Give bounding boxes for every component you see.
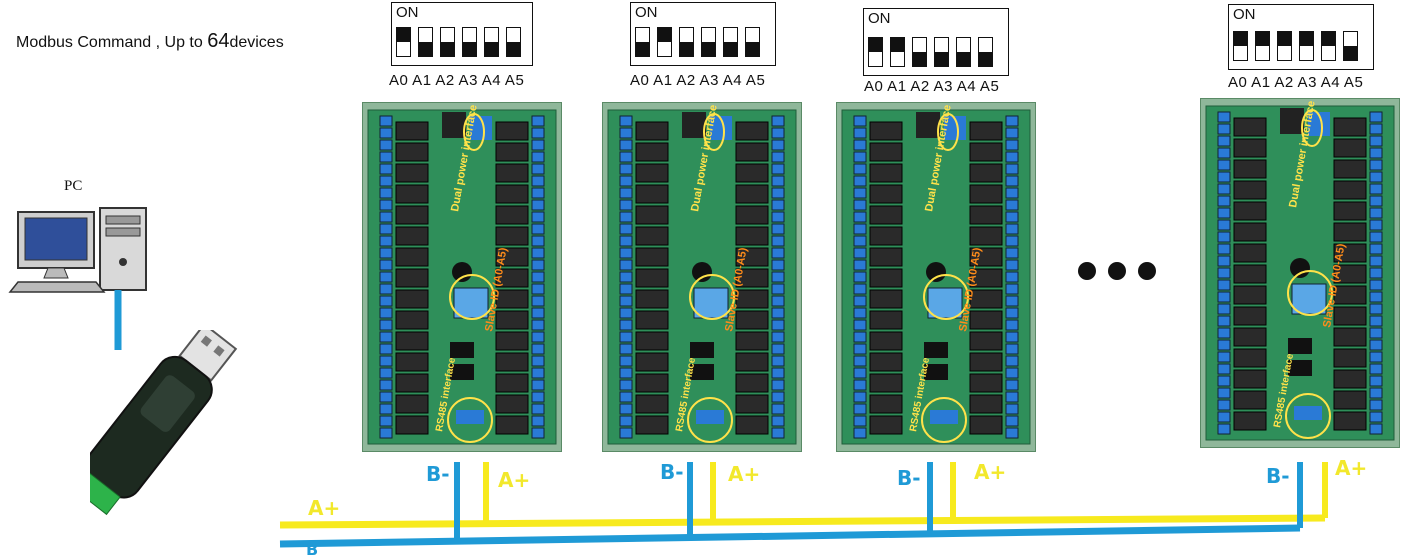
dip-toggle-knob xyxy=(463,42,476,56)
dip-toggle-a5 xyxy=(745,27,760,57)
dip-switch-1: ON xyxy=(391,2,533,66)
dip-toggle-knob xyxy=(891,38,904,52)
dip-toggle-a0 xyxy=(396,27,411,57)
dip-toggle-knob xyxy=(702,42,715,56)
dip-toggle-knob xyxy=(680,42,693,56)
a-plus-label-1: A+ xyxy=(498,468,531,492)
a-plus-label-2: A+ xyxy=(728,462,761,486)
dip-toggle-a5 xyxy=(978,37,993,67)
dip-toggle-knob xyxy=(636,42,649,56)
dip-on-label: ON xyxy=(1233,6,1256,23)
dip-toggle-a4 xyxy=(1321,31,1336,61)
dip-on-label: ON xyxy=(868,10,891,27)
dip-switch-4: ON xyxy=(1228,4,1374,70)
dip-toggle-knob xyxy=(746,42,759,56)
dip-toggle-knob xyxy=(1256,32,1269,46)
b-minus-label-1: B- xyxy=(426,462,450,486)
dip-toggle-a4 xyxy=(484,27,499,57)
dip-toggle-a3 xyxy=(462,27,477,57)
dip-address-labels-2: A0 A1 A2 A3 A4 A5 xyxy=(630,72,766,89)
dip-toggle-knob xyxy=(658,28,671,42)
dip-toggle-a5 xyxy=(506,27,521,57)
dip-on-label: ON xyxy=(635,4,658,21)
b-minus-label-3: B- xyxy=(897,466,921,490)
a-plus-label-adapter: A+ xyxy=(308,496,341,520)
a-plus-bus xyxy=(279,514,1326,529)
caption-count: 64 xyxy=(207,30,230,52)
dip-on-label: ON xyxy=(396,4,419,21)
dip-toggle-knob xyxy=(724,42,737,56)
dip-toggle-knob xyxy=(957,52,970,66)
caption: Modbus Command , Up to 64devices xyxy=(16,30,284,53)
a-plus-label-3: A+ xyxy=(974,460,1007,484)
caption-prefix: Modbus Command , Up to xyxy=(16,34,208,51)
caption-suffix: devices xyxy=(229,34,284,51)
b-minus-bus xyxy=(279,524,1301,548)
dip-toggle-a0 xyxy=(1233,31,1248,61)
dip-toggle-a2 xyxy=(912,37,927,67)
dip-toggle-a2 xyxy=(679,27,694,57)
dip-toggle-knob xyxy=(979,52,992,66)
dip-toggle-knob xyxy=(507,42,520,56)
dip-toggle-knob xyxy=(1278,32,1291,46)
pc-label: PC xyxy=(64,178,83,194)
dip-toggle-a0 xyxy=(868,37,883,67)
dip-toggle-knob xyxy=(913,52,926,66)
a-plus-label-4: A+ xyxy=(1335,456,1368,480)
dip-toggle-knob xyxy=(935,52,948,66)
dip-address-labels-4: A0 A1 A2 A3 A4 A5 xyxy=(1228,74,1364,91)
dip-address-labels-1: A0 A1 A2 A3 A4 A5 xyxy=(389,72,525,89)
pc-icon xyxy=(8,207,147,293)
dip-toggle-knob xyxy=(1322,32,1335,46)
b-minus-label-2: B- xyxy=(660,460,684,484)
b-minus-label-4: B- xyxy=(1266,464,1290,488)
dip-toggle-a3 xyxy=(934,37,949,67)
dip-toggle-knob xyxy=(1344,46,1357,60)
dip-toggle-a2 xyxy=(440,27,455,57)
dip-toggle-knob xyxy=(485,42,498,56)
dip-toggle-knob xyxy=(397,28,410,42)
more-devices-ellipsis xyxy=(1078,262,1168,285)
dip-toggle-a1 xyxy=(890,37,905,67)
dip-toggle-a4 xyxy=(723,27,738,57)
dip-toggle-a2 xyxy=(1277,31,1292,61)
dip-toggle-knob xyxy=(1234,32,1247,46)
dip-toggle-a0 xyxy=(635,27,650,57)
dip-toggle-a1 xyxy=(657,27,672,57)
dip-switch-3: ON xyxy=(863,8,1009,76)
dip-toggle-a1 xyxy=(418,27,433,57)
dip-toggle-knob xyxy=(869,38,882,52)
b-label-adapter: B xyxy=(306,540,319,559)
dip-toggle-a5 xyxy=(1343,31,1358,61)
dip-toggle-a1 xyxy=(1255,31,1270,61)
dip-toggle-knob xyxy=(419,42,432,56)
dip-address-labels-3: A0 A1 A2 A3 A4 A5 xyxy=(864,78,1000,95)
dip-toggle-a3 xyxy=(701,27,716,57)
dip-toggle-knob xyxy=(441,42,454,56)
dip-toggle-a3 xyxy=(1299,31,1314,61)
dip-toggle-knob xyxy=(1300,32,1313,46)
usb-rs485-adapter xyxy=(90,330,238,516)
dip-toggle-a4 xyxy=(956,37,971,67)
dip-switch-2: ON xyxy=(630,2,776,66)
